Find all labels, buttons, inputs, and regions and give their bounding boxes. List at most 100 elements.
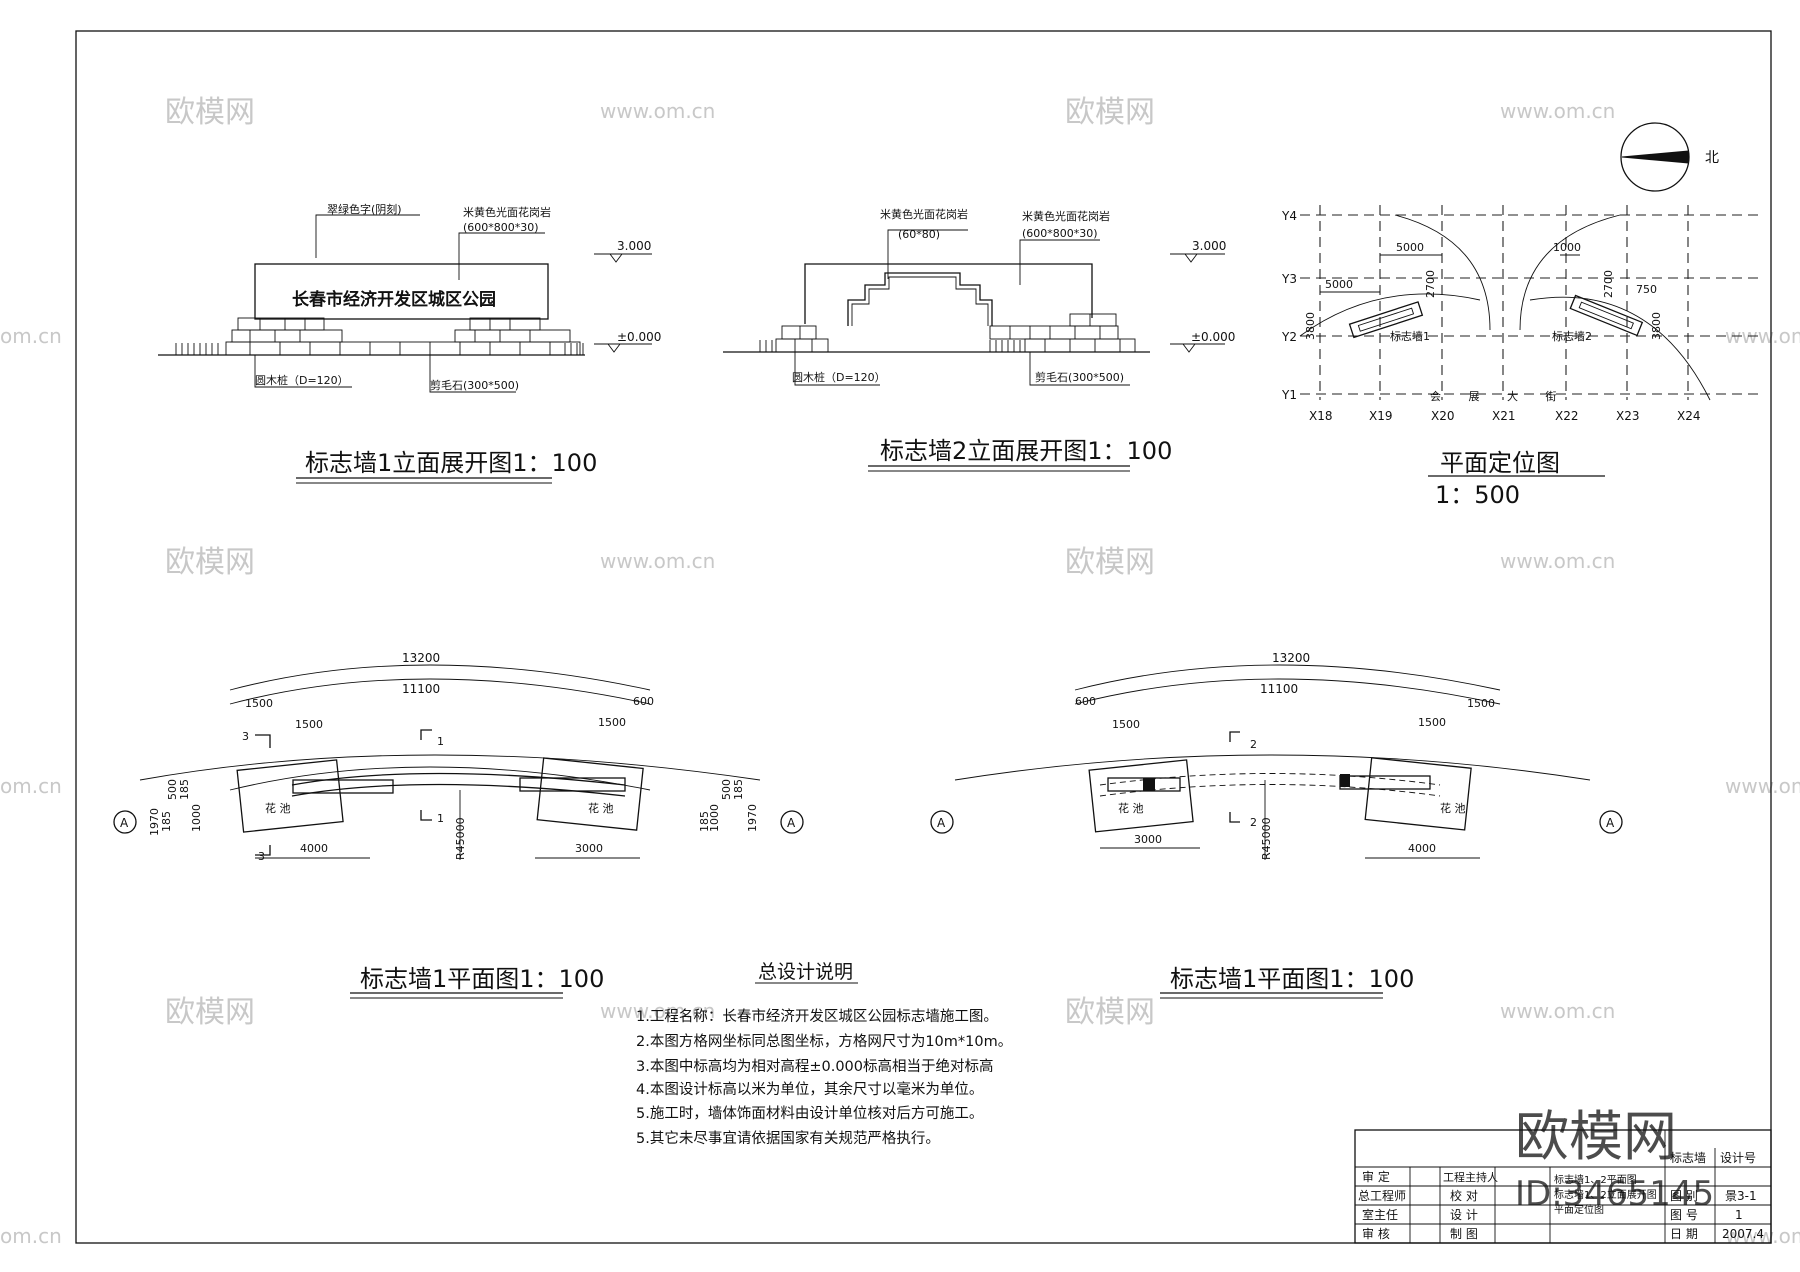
tb-sheet-no: 1 — [1735, 1208, 1743, 1222]
leader-line — [458, 232, 545, 280]
dim-label: 2700 — [1424, 270, 1437, 298]
section-mark — [1229, 731, 1240, 742]
dim-label: 1000 — [190, 804, 203, 832]
wall-outline — [804, 263, 1093, 324]
axis-label: A — [1606, 816, 1615, 830]
svg-text:3: 3 — [242, 730, 249, 743]
elevation-1: 长春市经济开发区城区公园 翠绿色字(阴刻) 米黄色光面花岗岩 (600*800*… — [158, 202, 661, 484]
svg-text:2: 2 — [1250, 816, 1257, 829]
planter-left — [1088, 759, 1194, 833]
elevation-2: 米黄色光面花岗岩 (60*80) 米黄色光面花岗岩 (600*800*30) 3… — [723, 207, 1235, 472]
grid-label-x: X21 — [1492, 409, 1516, 423]
label-stone: 剪毛石(300*500) — [1035, 370, 1124, 384]
wall-2-marker — [1569, 294, 1644, 337]
section-mark — [255, 734, 271, 748]
level-top: 3.000 — [1192, 239, 1226, 253]
section-mark — [420, 810, 432, 821]
watermark-url: www.om.cn — [600, 99, 715, 123]
design-notes: 总设计说明 1.工程名称：长春市经济开发区城区公园标志墙施工图。 2.本图方格网… — [636, 961, 1012, 1147]
watermark-brand: 欧模网 — [1065, 545, 1155, 580]
note-line: 3.本图中标高均为相对高程±0.000标高相当于绝对标高 — [636, 1058, 994, 1075]
dim-label: 185 — [178, 779, 191, 800]
label-granite-size: (600*800*30) — [1022, 227, 1098, 240]
leader-line — [315, 214, 420, 258]
dim-label: 1500 — [245, 697, 273, 710]
tb-role: 室主任 — [1362, 1207, 1398, 1222]
tb-contents: 标志墙1、2平面图 — [1554, 1173, 1637, 1186]
axis-label: A — [120, 816, 129, 830]
stone-base — [175, 317, 584, 356]
dim-label: 2700 — [1602, 270, 1615, 298]
level-mark-zero: ±0.000 — [594, 330, 661, 353]
grid-label-x: X22 — [1555, 409, 1579, 423]
dim-label: 1970 — [746, 804, 759, 832]
plan-1-title: 标志墙1平面图1：100 — [360, 965, 604, 993]
label-timber: 圆木桩（D=120） — [255, 373, 349, 387]
level-mark-zero: ±0.000 — [1170, 330, 1235, 353]
dim-label: 1500 — [1112, 718, 1140, 731]
tb-role: 工程主持人 — [1443, 1170, 1498, 1184]
watermark-brand: 欧模网 — [1065, 95, 1155, 130]
dim-label: 500 — [166, 779, 179, 800]
dim-label: 1970 — [148, 808, 161, 836]
wall-segment — [292, 779, 394, 794]
label-granite: 米黄色光面花岗岩 — [463, 205, 551, 219]
leader-line — [1019, 239, 1100, 285]
planter-right — [536, 757, 644, 831]
tb-sheet-label: 图 号 — [1670, 1208, 1698, 1222]
dim-label: 600 — [633, 695, 654, 708]
note-line: 4.本图设计标高以米为单位，其余尺寸以毫米为单位。 — [636, 1080, 983, 1098]
watermark-layer: 欧模网 www.om.cn 欧模网 www.om.cn 欧模网 www.om.c… — [0, 95, 1800, 1248]
plan-2-title: 标志墙1平面图1：100 — [1170, 965, 1414, 993]
tb-role: 总工程师 — [1358, 1188, 1406, 1203]
dim-label: 1000 — [1553, 241, 1581, 254]
label-granite-size: (600*800*30) — [463, 221, 539, 234]
label-granite: 米黄色光面花岗岩 — [880, 207, 968, 221]
dim-label: 3000 — [575, 842, 603, 855]
watermark-url: om.cn — [0, 1224, 62, 1248]
dim-label: 11100 — [402, 682, 440, 696]
label-granite-size: (60*80) — [898, 228, 940, 241]
planter-label: 花 池 — [1118, 802, 1144, 815]
tb-role: 校 对 — [1450, 1188, 1478, 1203]
plan-wall-1: 花 池 花 池 A A R45000 13200 11100 1500 600 … — [113, 651, 804, 999]
dim-label: 3800 — [1650, 312, 1663, 340]
leader-line — [254, 355, 352, 388]
watermark-url: www.om.cn — [1500, 549, 1615, 573]
tb-contents: 平面定位图 — [1554, 1203, 1604, 1216]
dim-label: 11100 — [1260, 682, 1298, 696]
note-line: 5.施工时，墙体饰面材料由设计单位核对后方可施工。 — [636, 1105, 983, 1122]
dim-label: 4000 — [300, 842, 328, 855]
watermark-brand: 欧模网 — [1065, 995, 1155, 1030]
dim-label: 5000 — [1396, 241, 1424, 254]
watermark-url: www.om.cn — [600, 549, 715, 573]
wall-segment — [519, 777, 626, 792]
svg-text:1: 1 — [437, 735, 444, 748]
plan-wall-2: 花 池 花 池 A A R45000 13200 11100 600 1500 … — [930, 651, 1623, 999]
grid-label-x: X23 — [1616, 409, 1640, 423]
tb-drawing-label: 图 别 — [1670, 1189, 1698, 1203]
dim-label: 13200 — [402, 651, 440, 665]
dim-label: 185 — [698, 811, 711, 832]
tb-role: 设 计 — [1450, 1208, 1478, 1222]
leader-line — [887, 229, 968, 279]
brand-watermark-id: ID:3465145 — [1515, 1174, 1714, 1214]
watermark-url: om.cn — [0, 774, 62, 798]
wall-marker — [1143, 778, 1155, 791]
brand-watermark: 欧模网 ID:3465145 — [1515, 1105, 1714, 1214]
dim-label: 185 — [160, 811, 173, 832]
radius-label: R45000 — [454, 817, 467, 860]
dim-label: 4000 — [1408, 842, 1436, 855]
section-mark — [1229, 812, 1240, 823]
tb-role: 审 核 — [1362, 1226, 1390, 1241]
site-plan-scale: 1：500 — [1435, 481, 1520, 509]
tb-date: 2007.4 — [1722, 1227, 1764, 1241]
watermark-url: www.om.cn — [1500, 999, 1615, 1023]
axis-bubble — [930, 810, 954, 834]
tb-role: 制 图 — [1450, 1227, 1478, 1241]
label-letter-color: 翠绿色字(阴刻) — [327, 202, 402, 216]
grid-label-y: Y4 — [1281, 209, 1297, 223]
label-granite: 米黄色光面花岗岩 — [1022, 209, 1110, 223]
wall-2-label: 标志墙2 — [1552, 329, 1592, 343]
site-plan: 北 Y4 Y3 Y2 Y1 X18 X19 X20 — [1281, 122, 1760, 509]
